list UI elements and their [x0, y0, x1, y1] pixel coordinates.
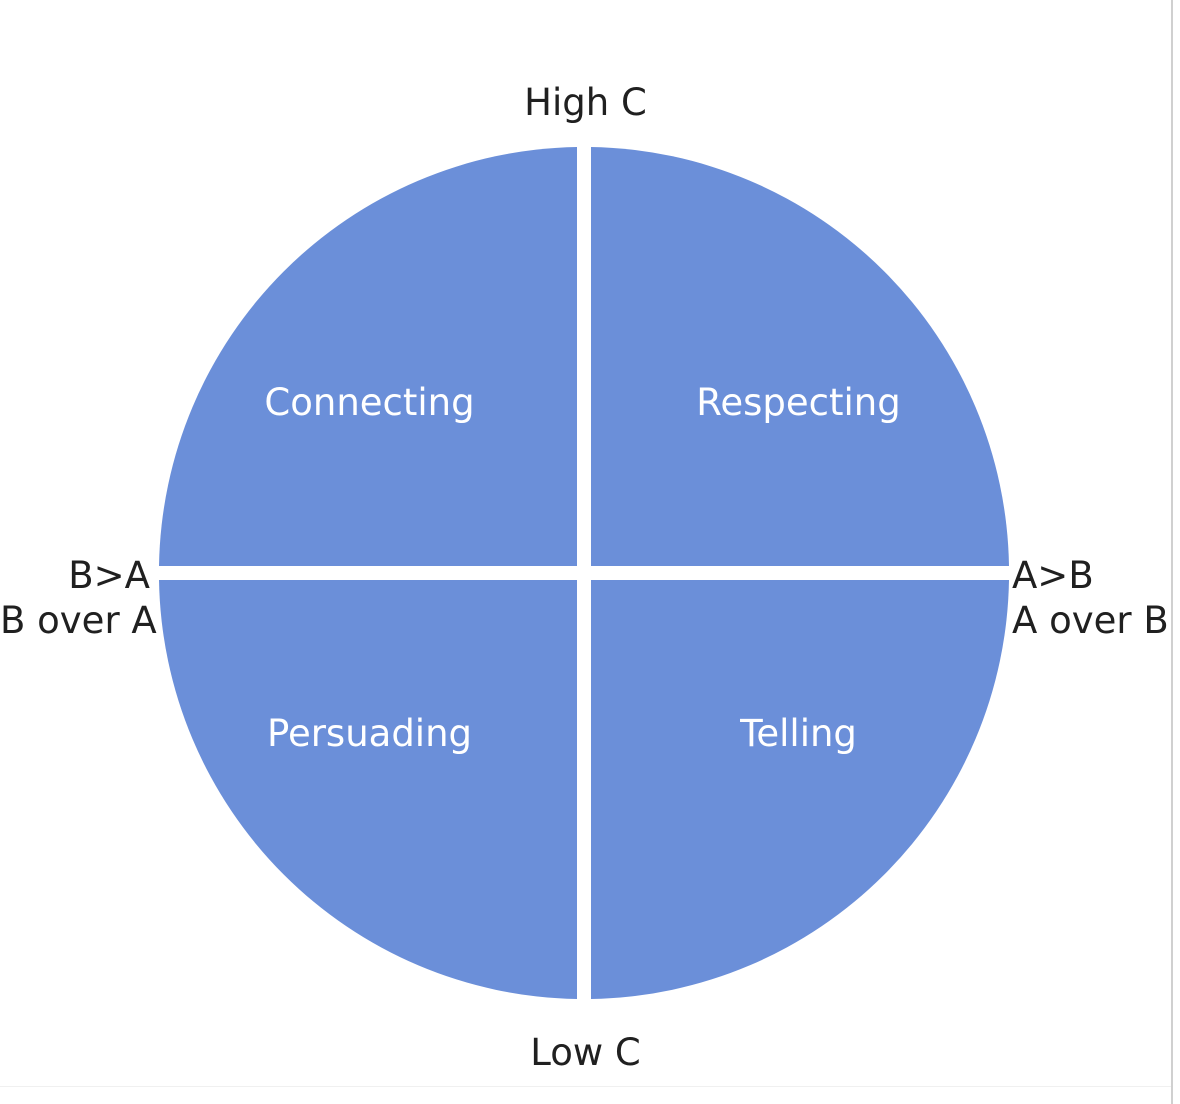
quadrant-shape-bottom-left[interactable] — [159, 580, 577, 999]
quadrant-label-respecting: Respecting — [696, 381, 901, 424]
quadrant-shape-top-left[interactable] — [159, 147, 577, 566]
quadrant-wheel: Connecting Respecting Persuading Telling — [159, 147, 1009, 999]
quadrant-wheel-svg — [159, 147, 1009, 999]
quadrant-label-connecting: Connecting — [264, 381, 475, 424]
axis-label-left-line1: B>A — [68, 554, 150, 597]
quadrant-shape-bottom-right[interactable] — [591, 580, 1009, 999]
axis-label-right: A>B A over B — [1012, 553, 1171, 643]
quadrant-label-persuading: Persuading — [266, 712, 473, 755]
axis-label-left-line2: B over A — [0, 599, 157, 643]
axis-label-right-line1: A>B — [1012, 554, 1094, 597]
axis-label-left: B>A B over A — [0, 553, 157, 643]
quadrant-label-telling: Telling — [740, 712, 857, 755]
page-bottom-border — [0, 1086, 1171, 1087]
axis-label-high-c: High C — [524, 81, 647, 124]
quadrant-shape-top-right[interactable] — [591, 147, 1009, 566]
page-right-border — [1171, 0, 1173, 1104]
axis-label-right-line2: A over B — [1012, 599, 1169, 643]
axis-label-low-c: Low C — [530, 1031, 641, 1074]
